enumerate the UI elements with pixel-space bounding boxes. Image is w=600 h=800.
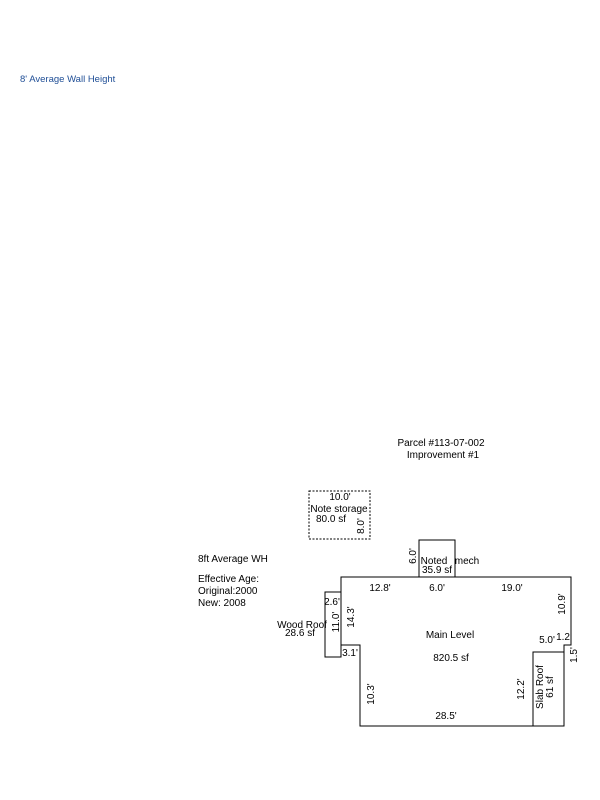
- left-step-dim: 3.1': [342, 648, 358, 659]
- slab-roof-outline: [532, 651, 565, 727]
- wall-height-label: 8ft Average WH: [198, 554, 268, 565]
- wood-roof-outline: [324, 591, 342, 658]
- slab-height-dim: 12.2': [516, 678, 527, 699]
- top-left-dim: 12.8': [369, 583, 390, 594]
- wood-roof-area: 28.6 sf: [285, 628, 315, 639]
- wood-width-dim: 2.6': [324, 597, 340, 608]
- mech-name-suffix: mech: [455, 556, 479, 567]
- storage-outline: [308, 490, 371, 540]
- storage-depth-dim: 8.0': [356, 518, 367, 534]
- top-right-dim: 19.0': [501, 583, 522, 594]
- parcel-number: Parcel #113-07-002: [397, 438, 485, 449]
- right-lower-dim: 1.5': [569, 647, 580, 663]
- mech-depth-dim: 6.0': [408, 548, 419, 564]
- storage-name: Note storage: [310, 504, 368, 515]
- effective-age-label: Effective Age:: [198, 574, 259, 585]
- slab-roof-name: Slab Roof: [535, 665, 546, 709]
- wall-height-note: 8' Average Wall Height: [20, 74, 116, 85]
- wood-roof-name: Wood Roof: [277, 620, 327, 631]
- bottom-dim: 28.5': [435, 711, 456, 722]
- slab-roof-area: 61 sf: [545, 676, 556, 698]
- wood-height-dim: 11.0': [331, 612, 342, 633]
- improvement-number: Improvement #1: [407, 450, 480, 461]
- mech-outline: [418, 539, 456, 577]
- new-year: New: 2008: [198, 598, 246, 609]
- slab-width-dim: 5.0': [539, 635, 555, 646]
- right-upper-dim: 10.9': [557, 593, 568, 614]
- mech-area: 35.9 sf: [422, 565, 452, 576]
- left-lower-dim: 10.3': [366, 683, 377, 704]
- left-upper-dim: 14.3': [346, 606, 357, 627]
- mech-name: Noted: [421, 556, 448, 567]
- main-level-area: 820.5 sf: [433, 653, 469, 664]
- storage-area: 80.0 sf: [316, 514, 346, 525]
- storage-width-dim: 10.0': [329, 492, 350, 503]
- right-step-dim: 1.2': [556, 632, 572, 643]
- main-level-name: Main Level: [426, 630, 474, 641]
- original-year: Original:2000: [198, 586, 258, 597]
- mech-width-dim: 6.0': [429, 583, 445, 594]
